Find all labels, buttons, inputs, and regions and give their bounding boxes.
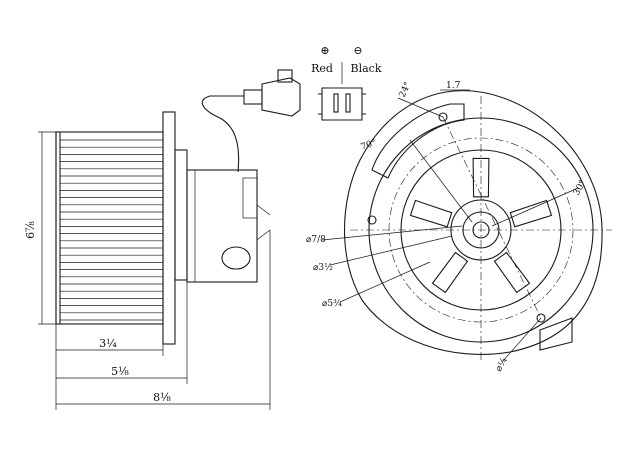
spokes	[409, 157, 553, 294]
front-view: 24° 1.7 70° 30° ⌀7/8 ⌀3½ ⌀5¾ ⌀¼	[306, 81, 612, 374]
shaft-end	[256, 204, 271, 216]
positive-symbol: ⊕	[320, 44, 329, 57]
spoke-window	[409, 199, 453, 228]
mount-hole-left	[367, 215, 377, 225]
spoke-window	[493, 251, 531, 294]
housing-tab-bottom	[539, 317, 573, 351]
motor-tab	[242, 177, 258, 219]
angle-right-label: 30°	[572, 179, 589, 198]
mount-hole-bottom	[536, 313, 546, 323]
overall-width-label: 8⅛	[153, 391, 171, 404]
angle-left-label: 70°	[360, 138, 378, 153]
hub-dim-label: ⌀7/8	[306, 235, 326, 245]
boss-dim-label: ⌀3½	[313, 262, 333, 273]
fan-width-label: 3¼	[99, 337, 117, 350]
bolt-circle-label: ⌀5¾	[322, 298, 342, 309]
mount-hole-top	[438, 112, 448, 122]
motor-bump	[221, 246, 251, 270]
negative-wire-label: Black	[351, 62, 382, 75]
side-view: 6⅞ 3¼ 5⅛ 8⅛	[24, 69, 301, 410]
fan-wheel	[55, 131, 164, 325]
angle-top-label: 24°	[398, 81, 414, 100]
spoke-window	[431, 251, 469, 294]
motor-flange	[174, 149, 188, 281]
diameter-label: 6⅞	[24, 221, 37, 239]
connector-pin-1	[333, 93, 339, 113]
fan-fins	[60, 139, 163, 321]
plug-latch	[277, 69, 293, 83]
plug-body	[261, 77, 301, 117]
lead-wire	[201, 95, 244, 173]
housing-outline	[344, 90, 603, 355]
connector-face	[318, 87, 366, 121]
housing-flange-left	[371, 103, 465, 179]
positive-wire-label: Red	[311, 62, 333, 75]
mounting-plate	[162, 111, 176, 345]
connector-detail: ⊕ ⊖ Red Black	[311, 44, 382, 121]
plug-sleeve	[243, 89, 263, 105]
negative-symbol: ⊖	[353, 44, 362, 57]
bottom-dim-label: ⌀¼	[493, 356, 510, 374]
spoke-window	[472, 157, 490, 198]
connector-pin-2	[345, 93, 351, 113]
mid-width-label: 5⅛	[111, 365, 129, 378]
motor-housing	[186, 169, 258, 283]
spoke-window	[509, 199, 553, 228]
top-dim-label: 1.7	[446, 81, 461, 91]
